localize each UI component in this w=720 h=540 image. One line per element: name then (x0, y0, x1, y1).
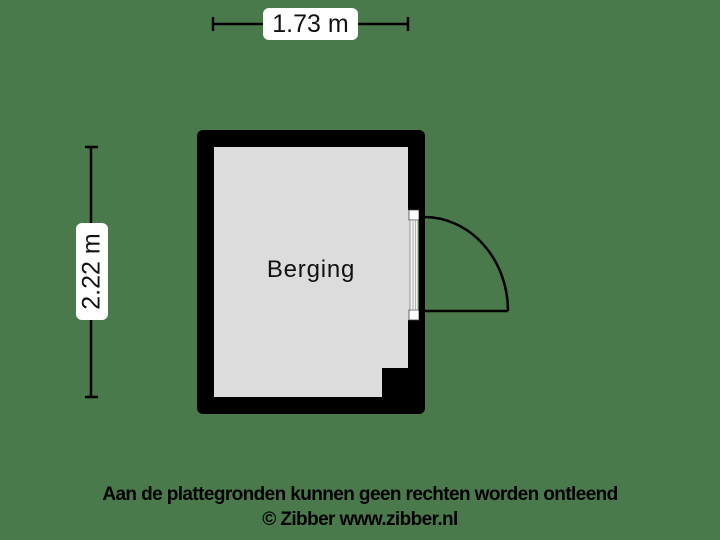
depth-dimension-label: 2.22 m (76, 223, 108, 320)
disclaimer-text: Aan de plattegronden kunnen geen rechten… (102, 484, 618, 505)
door (408, 209, 510, 321)
width-dimension-text: 1.73 m (272, 9, 349, 38)
depth-dimension-text: 2.22 m (77, 233, 106, 310)
room-floor (214, 147, 408, 397)
copyright-text: © Zibber www.zibber.nl (262, 509, 458, 530)
room-label-berging: Berging (266, 256, 356, 283)
width-dimension-label: 1.73 m (263, 8, 358, 40)
